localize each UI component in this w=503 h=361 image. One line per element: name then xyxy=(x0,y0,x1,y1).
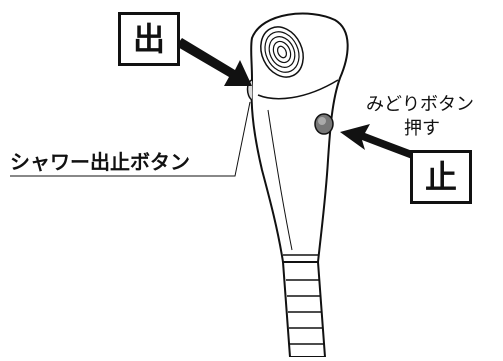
stop-label: 止 xyxy=(424,158,457,196)
shower-hose xyxy=(281,261,327,358)
green-button-caption-line2: 押す xyxy=(404,118,440,139)
out-label-box: 出 xyxy=(118,12,180,66)
arrow-stop xyxy=(340,124,423,162)
spray-face xyxy=(260,26,304,78)
leader-lines xyxy=(10,101,251,177)
shower-button-caption: シャワー出止ボタン xyxy=(10,150,190,174)
out-label: 出 xyxy=(132,20,165,58)
green-button xyxy=(314,113,334,135)
stop-label-box: 止 xyxy=(410,150,472,204)
green-button-caption-line1: みどりボタン xyxy=(366,94,474,115)
shower-head-handle xyxy=(250,12,349,263)
arrow-out xyxy=(176,38,252,86)
